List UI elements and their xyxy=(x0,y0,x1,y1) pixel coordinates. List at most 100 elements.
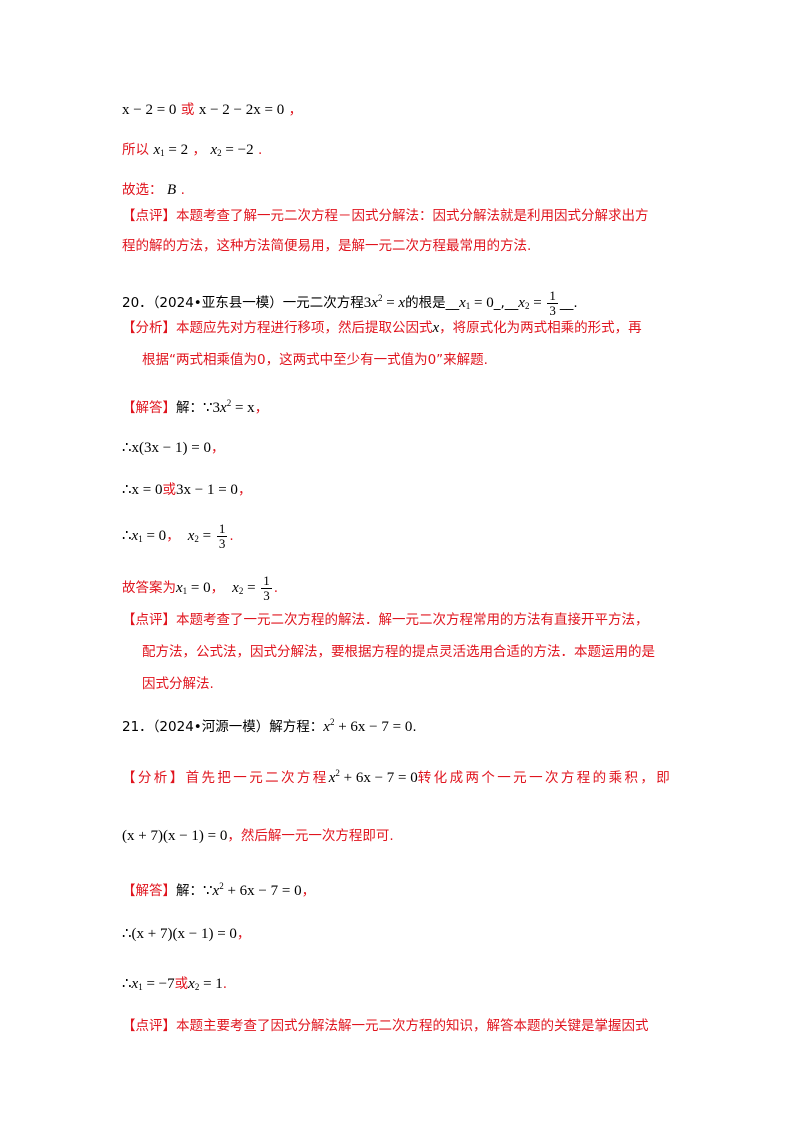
var: x xyxy=(187,527,195,544)
equation: x − 2 = 0 xyxy=(122,102,177,118)
text: 故选： xyxy=(122,182,163,198)
equation: x2 + 6x − 7 = 0 xyxy=(328,768,418,786)
therefore-symbol: ∴ xyxy=(122,482,132,498)
var: x xyxy=(518,295,525,311)
solution-21-line-1: 【解答】解：∵x2 + 6x − 7 = 0， xyxy=(122,876,315,901)
exponent: 2 xyxy=(335,768,340,778)
text: 解： xyxy=(176,400,203,416)
equation: x2 = 1 xyxy=(188,976,223,992)
var: x xyxy=(176,579,183,596)
solution-20-line-1: 【解答】解：∵3x2 = x， xyxy=(122,393,268,418)
var: x xyxy=(232,579,239,596)
text: 解方程： xyxy=(269,719,324,735)
value: = x xyxy=(234,400,255,416)
subscript: 2 xyxy=(238,585,244,596)
comment-line: 【点评】本题主要考查了因式分解法解一元二次方程的知识，解答本题的关键是掌握因式 xyxy=(122,1018,649,1034)
equation: x1 = −7 xyxy=(132,976,175,992)
text: __. xyxy=(559,295,578,311)
punctuation: ， xyxy=(192,142,207,158)
numerator: 1 xyxy=(261,573,272,589)
exponent: 2 xyxy=(377,293,383,303)
var: x xyxy=(131,976,139,992)
subscript: 2 xyxy=(194,533,199,544)
solution-20-line-2: ∴x(3x − 1) = 0， xyxy=(122,438,224,458)
equation: x1 = 0 xyxy=(176,580,211,596)
punctuation: . xyxy=(222,976,228,992)
equation: x2 + 6x − 7 = 0 xyxy=(323,717,412,735)
label: 【解答】 xyxy=(122,883,176,899)
comment-line: 程的解的方法，这种方法简便易用，是解一元二次方程最常用的方法. xyxy=(122,238,532,254)
connector-or: 或 xyxy=(162,482,177,498)
text: 故答案为 xyxy=(122,579,176,596)
var: x xyxy=(131,527,139,544)
analysis-line: 【分析】首先把一元二次方程x2 + 6x − 7 = 0转化成两个一元一次方程的… xyxy=(122,763,672,788)
var: x xyxy=(188,976,195,992)
var: x xyxy=(212,883,220,899)
var: x xyxy=(153,142,161,158)
numerator: 1 xyxy=(547,288,558,305)
equation: 3x2 = x xyxy=(363,293,406,311)
answer-line: 故选： B . xyxy=(122,180,185,200)
var: x xyxy=(328,770,336,786)
equation: ∵x2 + 6x − 7 = 0 xyxy=(203,881,302,899)
value: = 1 xyxy=(203,976,223,992)
text: _,__ xyxy=(493,295,519,311)
subscript: 1 xyxy=(138,982,143,992)
punctuation: ， xyxy=(301,883,316,899)
equation: 3x − 1 = 0 xyxy=(176,482,238,498)
punctuation: ， xyxy=(210,440,225,456)
value: = 0 xyxy=(146,527,167,544)
equation: x(3x − 1) = 0 xyxy=(131,440,211,456)
therefore-symbol: ∴ xyxy=(122,440,132,456)
punctuation: . xyxy=(273,579,279,596)
comment-line: 【点评】本题考查了一元二次方程的解法．解一元二次方程常用的方法有直接开平方法， xyxy=(122,612,649,628)
therefore-symbol: ∴ xyxy=(122,926,132,942)
equation: x2 = −2 xyxy=(211,142,254,158)
var: x xyxy=(432,320,440,336)
equation: ∵3x2 = x xyxy=(203,398,255,416)
comment-line: 因式分解法. xyxy=(142,676,214,692)
solution-line-2: 所以 x1 = 2 ， x2 = −2 . xyxy=(122,140,262,163)
punctuation: ， xyxy=(210,579,225,596)
equation: x1 = 0 xyxy=(132,528,167,544)
solution-21-line-3: ∴x1 = −7或x2 = 1. xyxy=(122,974,227,997)
value: = 2 xyxy=(168,142,189,158)
subscript: 2 xyxy=(194,982,200,992)
text: 的根是__ xyxy=(405,295,460,311)
equation: x = 0 xyxy=(131,482,163,498)
solution-21-line-2: ∴(x + 7)(x − 1) = 0， xyxy=(122,924,250,944)
text: 一元二次方程 xyxy=(282,295,364,311)
subscript: 1 xyxy=(138,533,143,544)
question-number: 21． xyxy=(122,719,153,735)
text: 【分析】本题应先对方程进行移项，然后提取公因式 xyxy=(122,320,433,336)
subscript: 2 xyxy=(217,148,222,158)
var: x xyxy=(371,295,378,311)
text: 所以 xyxy=(122,142,149,158)
question-source: （2024•亚东县一模） xyxy=(152,295,283,311)
exponent: 2 xyxy=(219,881,224,891)
numerator: 1 xyxy=(216,521,228,537)
text: 【分析】首先把一元二次方程 xyxy=(122,770,329,786)
value: = −2 xyxy=(225,142,254,158)
solution-line-1: x − 2 = 0 或 x − 2 − 2x = 0 ， xyxy=(122,100,302,120)
equation: (x + 7)(x − 1) = 0 xyxy=(122,828,228,844)
therefore-symbol: ∴ xyxy=(122,976,132,992)
denominator: 3 xyxy=(263,588,270,603)
question-source: （2024•河源一模） xyxy=(152,719,270,735)
question-20: 20．（2024•亚东县一模）一元二次方程3x2 = x的根是__x1 = 0_… xyxy=(122,288,578,318)
equation: x − 2 − 2x = 0 xyxy=(198,102,285,118)
subscript: 1 xyxy=(465,301,471,311)
text: 转化成两个一元一次方程的乘积，即 xyxy=(417,770,673,786)
analysis-line: 根据“两式相乘值为0，这两式中至少有一式值为0”来解题. xyxy=(142,352,488,368)
punctuation: . xyxy=(180,182,185,198)
var: x xyxy=(210,142,218,158)
value: = 0 xyxy=(474,295,494,311)
subscript: 1 xyxy=(182,585,188,596)
comment-line: 配方法，公式法，因式分解法，要根据方程的提点灵活选用合适的方法．本题运用的是 xyxy=(142,644,655,660)
because-symbol: ∵ xyxy=(203,883,213,899)
